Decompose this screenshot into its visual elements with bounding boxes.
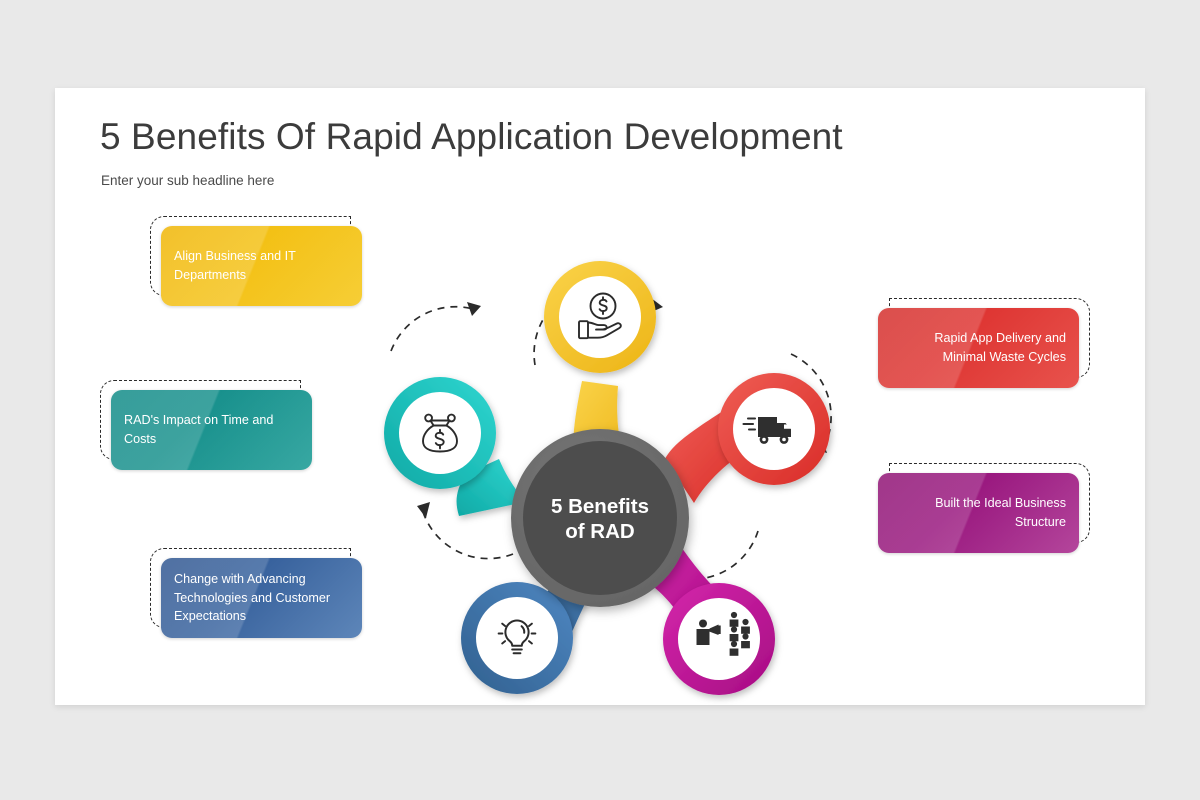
callout-label: RAD's Impact on Time and Costs — [124, 413, 274, 446]
callout-ideal-business-structure[interactable]: Built the Ideal Business Structure — [878, 463, 1090, 553]
callout-align-business-it[interactable]: Align Business and IT Departments — [150, 216, 362, 306]
hub-core — [523, 441, 677, 595]
dashed-arc-lower-left — [422, 511, 514, 560]
callout-change-advancing-technologies[interactable]: Change with Advancing Technologies and C… — [150, 548, 362, 638]
radial-diagram: 5 Benefits of RAD — [384, 261, 832, 695]
callout-label: Rapid App Delivery and Minimal Waste Cyc… — [934, 331, 1066, 364]
callout-label: Built the Ideal Business Structure — [935, 496, 1066, 529]
callout-label: Align Business and IT Departments — [174, 249, 296, 282]
dashed-arc-upper-left — [390, 305, 474, 352]
hub[interactable]: 5 Benefits of RAD — [511, 429, 689, 607]
node-money-bag[interactable] — [384, 377, 525, 516]
arrowhead-upper-left — [467, 302, 481, 316]
callout-card[interactable]: Rapid App Delivery and Minimal Waste Cyc… — [878, 308, 1079, 388]
callout-rad-impact-time-costs[interactable]: RAD's Impact on Time and Costs — [100, 380, 312, 470]
hub-label-line1: 5 Benefits — [551, 495, 649, 518]
megaphone-audience-icon — [696, 611, 750, 656]
page-title: 5 Benefits Of Rapid Application Developm… — [100, 116, 843, 157]
petal-ring-top-inner — [559, 276, 641, 358]
callout-card[interactable]: Align Business and IT Departments — [161, 226, 362, 306]
money-bag-icon — [422, 413, 458, 453]
petal-ring-lower-left-inner — [476, 597, 558, 679]
delivery-truck-icon — [742, 417, 792, 444]
callout-rapid-app-delivery[interactable]: Rapid App Delivery and Minimal Waste Cyc… — [878, 298, 1090, 388]
hub-label-line2: of RAD — [565, 520, 634, 543]
slide-canvas: 5 Benefits Of Rapid Application Developm… — [55, 88, 1145, 705]
callout-card[interactable]: Built the Ideal Business Structure — [878, 473, 1079, 553]
callout-card[interactable]: Change with Advancing Technologies and C… — [161, 558, 362, 638]
hand-holding-coin-icon — [578, 292, 622, 340]
petal-ring-lower-right-inner — [678, 598, 760, 680]
node-delivery-truck[interactable] — [665, 373, 830, 503]
page-subtitle: Enter your sub headline here — [101, 173, 275, 188]
callout-card[interactable]: RAD's Impact on Time and Costs — [111, 390, 312, 470]
callout-label: Change with Advancing Technologies and C… — [174, 572, 331, 624]
node-audience-megaphone[interactable] — [649, 539, 775, 695]
arrowhead-lower-left — [417, 502, 430, 518]
lightbulb-icon — [497, 619, 537, 655]
